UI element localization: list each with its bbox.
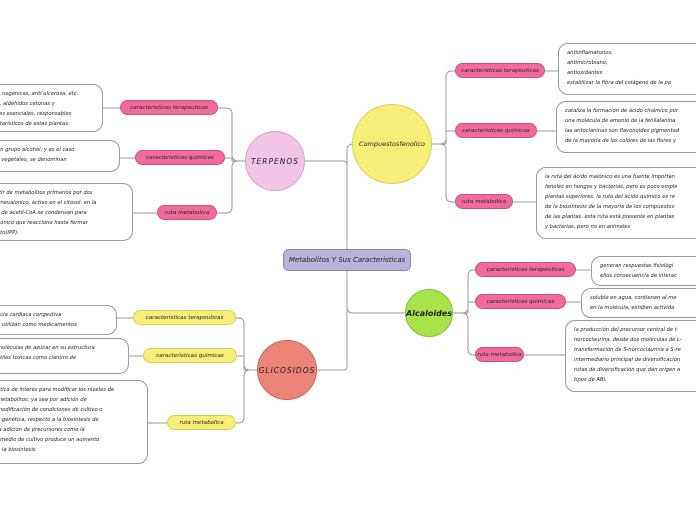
topic-glicosidos[interactable]: GLICOSIDOS — [257, 340, 317, 400]
alcaloides-ruta-pill[interactable]: ruta metabolica — [475, 347, 524, 362]
alcaloides-terapeuticas-note[interactable]: generan respuestas fisiológi ellos conse… — [591, 256, 696, 286]
alcaloides-terapeuticas-pill[interactable]: caracteristicas terapeuticas — [475, 262, 576, 277]
terpenos-terapeuticas-note[interactable]: ...nogénicas, anti ulcerosa, etc. s, ald… — [0, 84, 103, 132]
terpenos-quimicas-pill[interactable]: caracteristicas quimicas — [135, 150, 225, 165]
compuestos-terapeuticas-pill[interactable]: caracteristicas terapeuticas — [455, 63, 545, 78]
topic-terpenos[interactable]: TERPENOS — [245, 131, 305, 191]
terpenos-terapeuticas-pill[interactable]: caracteristicas terapeuticas — [120, 100, 218, 115]
glicosidos-quimicas-pill[interactable]: caracteristicas quimicas — [143, 348, 237, 363]
glicosidos-ruta-pill[interactable]: ruta metabolica — [167, 415, 236, 430]
terpenos-ruta-note[interactable]: rtir de metabolitos primarios por dos me… — [0, 183, 133, 241]
topic-alcaloides[interactable]: Alcaloides — [405, 289, 453, 337]
alcaloides-quimicas-note[interactable]: soluble en agua, contienen al me en la m… — [581, 288, 696, 318]
topic-compuestos-fenolicos[interactable]: Compuestosfenolico — [352, 104, 432, 184]
glicosidos-quimicas-note[interactable]: moléculas de azúcar en su estructura áti… — [0, 338, 129, 374]
central-topic[interactable]: Metabolitos Y Sus Caracteristicas — [283, 249, 411, 271]
glicosidos-terapeuticas-pill[interactable]: caracteristicas terapeuticas — [133, 310, 236, 325]
compuestos-terapeuticas-note[interactable]: antiinflamatorios, antimicrobiano, antio… — [558, 43, 696, 95]
alcaloides-ruta-note[interactable]: la producción del precursor central de t… — [565, 320, 696, 392]
alcaloides-quimicas-pill[interactable]: caracteristicas quimicas — [475, 294, 566, 309]
compuestos-ruta-note[interactable]: la ruta del ácido malónico es una fuente… — [536, 167, 696, 239]
terpenos-quimicas-note[interactable]: un grupo alcohol, y es el caso s vegetal… — [0, 140, 120, 172]
glicosidos-terapeuticas-note[interactable]: ncia cardiaca congestiva n utilizan como… — [0, 305, 117, 335]
compuestos-quimicas-pill[interactable]: caracteristicas quimicas — [455, 123, 537, 138]
glicosidos-ruta-note[interactable]: ética de interés para modificar los nive… — [0, 380, 148, 464]
compuestos-ruta-pill[interactable]: ruta metabolica — [455, 194, 513, 209]
terpenos-ruta-pill[interactable]: ruta metabolica — [157, 205, 217, 220]
compuestos-quimicas-note[interactable]: cataliza la formación de ácido cinámico … — [556, 101, 696, 153]
